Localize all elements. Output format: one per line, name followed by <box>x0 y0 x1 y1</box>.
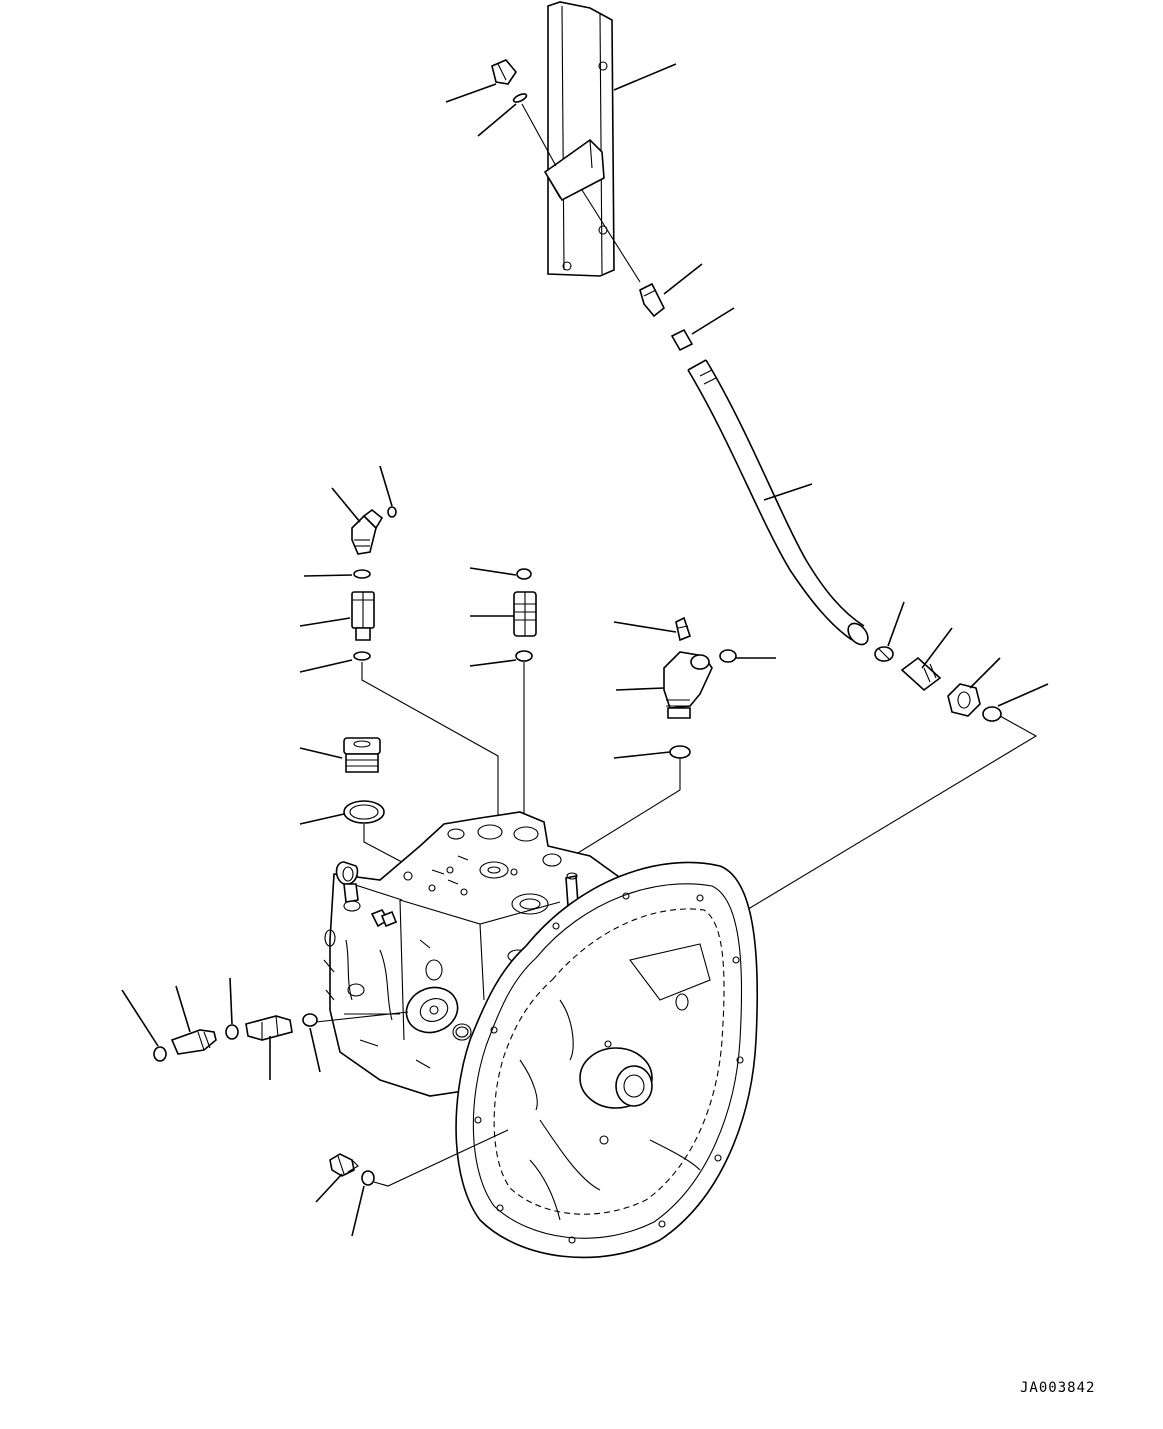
union-nut-leader <box>970 658 1000 688</box>
oring-elbow-leader <box>380 466 392 506</box>
plug[interactable] <box>344 738 380 772</box>
hose-adapter[interactable] <box>640 284 664 316</box>
mounting-bracket[interactable] <box>545 2 614 276</box>
oring-right-leader <box>998 684 1048 706</box>
hose-connector-leader <box>922 628 952 668</box>
bolt-axis-line <box>522 104 556 166</box>
bolt-top[interactable] <box>492 60 516 84</box>
elbow-fitting-leader <box>332 488 360 522</box>
seal-ring[interactable] <box>344 801 384 823</box>
elbow-fitting[interactable] <box>352 510 382 554</box>
oring-tee-bottom[interactable] <box>670 746 690 758</box>
pump-left-axis <box>316 1012 408 1022</box>
oring-left-1-leader <box>304 575 352 576</box>
oring-left-1[interactable] <box>354 570 370 578</box>
oring-drain[interactable] <box>362 1171 374 1185</box>
elbow-fitting-side[interactable] <box>172 1030 216 1054</box>
bleed-screw[interactable] <box>676 618 690 640</box>
washer-top[interactable] <box>512 92 527 103</box>
bolt-top-leader <box>446 84 496 102</box>
hose-nipple-leader <box>692 308 734 334</box>
tee-fitting[interactable] <box>664 652 712 718</box>
hose-adapter-leader <box>664 264 702 294</box>
bracket-leader <box>614 64 676 90</box>
flywheel-housing[interactable] <box>456 862 757 1257</box>
tee-fitting-leader <box>616 688 664 690</box>
oring-left-2[interactable] <box>354 652 370 660</box>
oring-center-2-leader <box>470 660 516 666</box>
hose-clamp-leader <box>888 602 904 646</box>
oring-center-2[interactable] <box>516 651 532 661</box>
plug-leader <box>300 748 342 758</box>
drain-hose[interactable] <box>688 360 872 648</box>
drain-hose-leader <box>764 484 812 500</box>
union-nut[interactable] <box>948 684 980 716</box>
oring-side-2-leader <box>230 978 232 1024</box>
oring-center-1-leader <box>470 568 516 575</box>
oring-drain-leader <box>352 1186 364 1236</box>
washer-top-leader <box>478 104 516 136</box>
oring-left-2-leader <box>300 660 352 672</box>
hex-adapter-left[interactable] <box>352 592 374 640</box>
drain-bolt[interactable] <box>330 1154 358 1176</box>
bleed-screw-leader <box>614 622 676 632</box>
oring-tee-side[interactable] <box>720 650 736 662</box>
oring-side-1-leader <box>122 990 158 1046</box>
oring-side-3[interactable] <box>303 1014 317 1026</box>
hose-connector[interactable] <box>902 658 940 690</box>
oring-side-2[interactable] <box>226 1025 238 1039</box>
oring-right[interactable] <box>983 707 1001 721</box>
oring-tee-bottom-leader <box>614 752 670 758</box>
hose-clamp[interactable] <box>875 647 893 661</box>
drawing-reference-code: JA003842 <box>1020 1380 1096 1396</box>
oring-center-1[interactable] <box>517 569 531 579</box>
straight-adapter-center[interactable] <box>514 592 536 636</box>
drain-bolt-leader <box>316 1174 342 1202</box>
right-fitting-axis <box>730 716 1036 920</box>
elbow-fitting-side-leader <box>176 986 190 1032</box>
hex-adapter-left-leader <box>300 618 350 626</box>
seal-ring-leader <box>300 814 344 824</box>
oring-side-3-leader <box>310 1028 320 1072</box>
oring-side-1[interactable] <box>154 1047 166 1061</box>
hex-adapter-side[interactable] <box>246 1016 292 1040</box>
drain-bolt-axis <box>374 1130 508 1186</box>
hose-nipple[interactable] <box>672 330 692 350</box>
left-fitting-axis <box>362 662 498 872</box>
bracket-to-adapter-line <box>582 190 640 282</box>
oring-elbow[interactable] <box>388 507 396 517</box>
tee-fitting-axis <box>534 758 680 880</box>
